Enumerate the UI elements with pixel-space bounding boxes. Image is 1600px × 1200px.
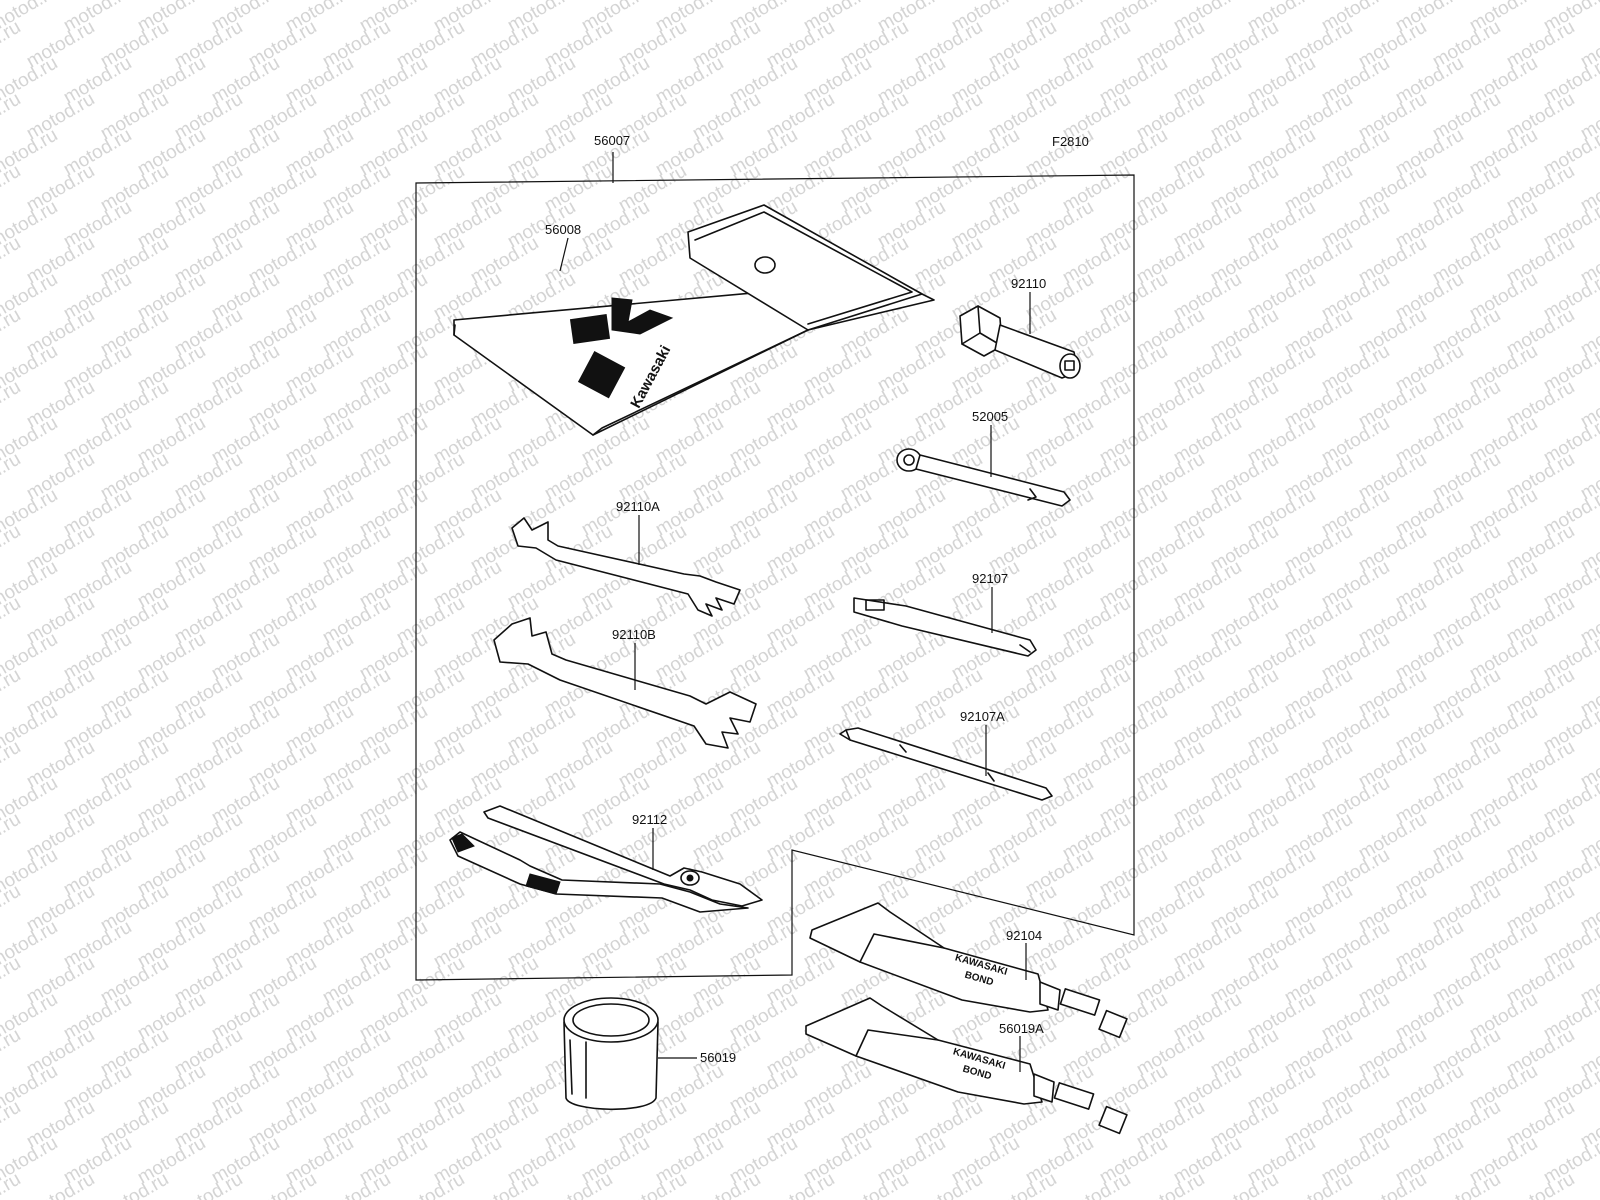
watermark-text: motod.ru <box>0 593 24 649</box>
watermark-text: motod.ru <box>0 881 24 937</box>
watermark-text: motod.ru <box>0 161 24 217</box>
watermark-text: motod.ru <box>1577 1169 1600 1200</box>
part-label-92110A: 92110A <box>616 499 660 514</box>
watermark-text: motod.ru <box>0 17 24 73</box>
watermark-text: motod.ru <box>0 1097 24 1153</box>
part-label-92110B: 92110B <box>612 627 656 642</box>
part-label-92107: 92107 <box>972 571 1008 586</box>
part-label-92104: 92104 <box>1006 928 1042 943</box>
watermark-text: motod.ru <box>0 377 24 433</box>
watermark-text: motod.ru <box>0 449 24 505</box>
watermark-text: motod.ru <box>0 1025 24 1081</box>
part-label-56007: 56007 <box>594 133 630 148</box>
part-label-92110: 92110 <box>1011 276 1046 291</box>
watermark-text: motod.ru <box>0 233 24 289</box>
watermark-text: motod.ru <box>0 89 24 145</box>
watermark-text: motod.ru <box>0 305 24 361</box>
part-label-92107A: 92107A <box>960 709 1005 724</box>
part-label-92112: 92112 <box>632 812 667 827</box>
watermark-text: motod.ru <box>0 953 24 1009</box>
watermark-text: motod.ru <box>0 737 24 793</box>
part-label-56008: 56008 <box>545 222 581 237</box>
part-label-56019A: 56019A <box>999 1021 1044 1036</box>
part-label-56019: 56019 <box>700 1050 736 1065</box>
part-label-52005: 52005 <box>972 409 1008 424</box>
grease-can <box>563 997 659 1111</box>
watermark-text: motod.ru <box>0 665 24 721</box>
watermark-text: motod.ru <box>0 809 24 865</box>
figure-code: F2810 <box>1052 134 1089 149</box>
watermark-text: motod.ru <box>0 521 24 577</box>
